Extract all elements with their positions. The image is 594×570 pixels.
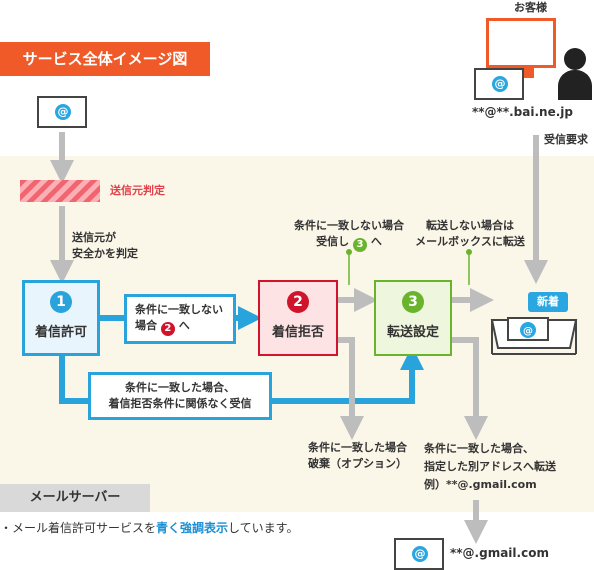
- note-mismatch-to-step3: 条件に一致しない場合 受信し 3 へ: [292, 218, 406, 252]
- forward-address: **@.gmail.com: [450, 546, 549, 560]
- mail-server-label: メールサーバー: [0, 484, 150, 512]
- step1-label: 着信許可: [34, 325, 87, 340]
- at-sign-icon: @: [492, 76, 508, 92]
- mini-step3-icon: 3: [353, 238, 367, 252]
- sender-check-note: 送信元が 安全かを判定: [72, 230, 138, 262]
- mini-step2-icon: 2: [160, 322, 175, 336]
- incoming-mail-envelope-icon: @: [37, 96, 87, 128]
- footer-note: ・メール着信許可サービスを青く強調表示しています。: [0, 519, 298, 536]
- step3-label: 転送設定: [386, 325, 439, 340]
- note-mismatch-to-step3-pre: 受信し: [316, 235, 350, 248]
- note-match-to-step3: 条件に一致した場合、 着信拒否条件に関係なく受信: [88, 372, 272, 420]
- arrow-step2-discard: [338, 337, 364, 440]
- customer-address: **@**.bai.ne.jp: [472, 105, 573, 119]
- note-forward: 条件に一致した場合、 指定した別アドレスへ転送 例）**@.gmail.com: [424, 440, 556, 494]
- note-mismatch-to-step3-post: へ: [370, 235, 382, 248]
- mailbox-tray-icon: @: [490, 317, 578, 355]
- at-sign-icon: @: [55, 104, 71, 120]
- arrow-step3-forward: [452, 337, 488, 440]
- customer-label: お客様: [514, 1, 547, 14]
- note-mismatch-to-step2-line1: 条件に一致しない: [135, 303, 223, 316]
- at-sign-icon: @: [412, 546, 428, 562]
- note-forward-line2: 指定した別アドレスへ転送: [424, 460, 556, 473]
- sender-check-note-line1: 送信元が: [72, 231, 116, 244]
- note-mismatch-to-step2-pre: 場合: [135, 319, 157, 332]
- svg-text:@: @: [523, 326, 533, 337]
- note-discard-line2: 破棄（オプション）: [308, 457, 407, 470]
- step2-reject-box: 2 着信拒否: [258, 280, 338, 356]
- note-no-forward-line1: 転送しない場合は: [426, 219, 514, 232]
- footer-note-highlight: 青く強調表示: [156, 521, 229, 535]
- note-discard-line1: 条件に一致した場合: [308, 441, 407, 454]
- step1-allow-box: 1 着信許可: [22, 280, 100, 356]
- step3-number: 3: [402, 291, 424, 313]
- note-match-to-step3-line2: 着信拒否条件に関係なく受信: [108, 397, 252, 410]
- note-forward-line3: 例）**@.gmail.com: [424, 478, 537, 491]
- note-mismatch-to-step2: 条件に一致しない 場合 2 へ: [124, 294, 236, 344]
- sender-check-note-line2: 安全かを判定: [72, 247, 138, 260]
- step2-label: 着信拒否: [271, 325, 324, 340]
- note-forward-line1: 条件に一致した場合、: [424, 442, 534, 455]
- sender-check-bar: [20, 180, 100, 202]
- footer-note-post: しています。: [228, 521, 299, 535]
- note-match-to-step3-line1: 条件に一致した場合、: [125, 381, 235, 394]
- step3-forward-box: 3 転送設定: [374, 280, 452, 356]
- forward-envelope-icon: @: [394, 538, 444, 570]
- note-mismatch-to-step2-post: へ: [178, 319, 190, 332]
- note-mismatch-to-step3-line1: 条件に一致しない場合: [294, 219, 404, 232]
- diagram-title: サービス全体イメージ図: [0, 42, 210, 76]
- receive-request-label: 受信要求: [544, 133, 588, 146]
- note-no-forward: 転送しない場合は メールボックスに転送: [408, 218, 532, 250]
- note-no-forward-line2: メールボックスに転送: [415, 235, 525, 248]
- note-discard: 条件に一致した場合 破棄（オプション）: [308, 440, 407, 472]
- new-mail-badge: 新着: [528, 292, 568, 312]
- person-head-icon: [564, 48, 586, 70]
- customer-envelope-icon: @: [474, 68, 524, 100]
- footer-note-pre: ・メール着信許可サービスを: [0, 521, 157, 535]
- person-body-icon: [558, 70, 592, 100]
- sender-check-label: 送信元判定: [110, 184, 165, 197]
- customer-monitor-icon: [486, 18, 556, 68]
- step2-number: 2: [287, 291, 309, 313]
- step1-number: 1: [50, 291, 72, 313]
